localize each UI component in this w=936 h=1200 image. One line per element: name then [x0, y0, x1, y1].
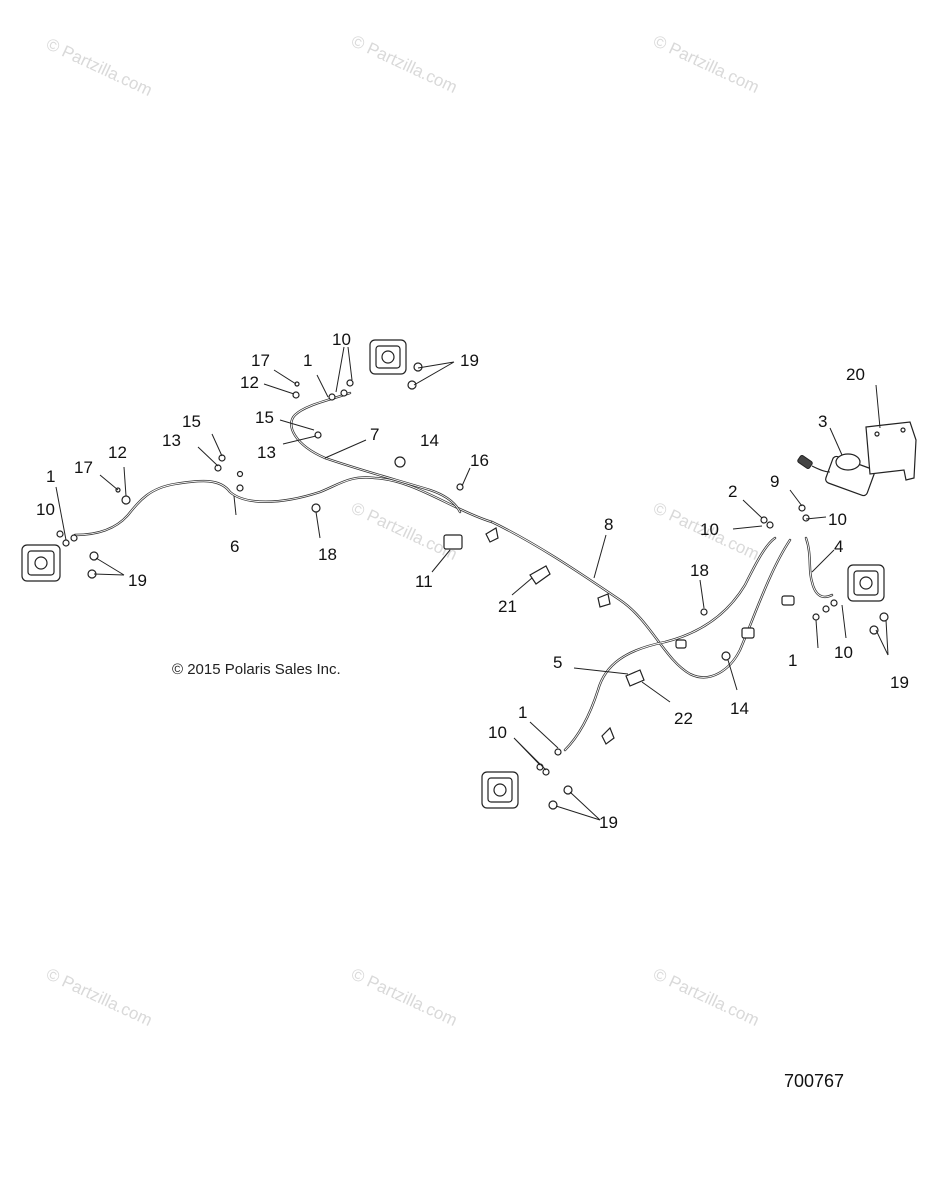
- callout-22: 22: [674, 709, 693, 728]
- callout-12: 12: [240, 373, 259, 392]
- copyright-text: © 2015 Polaris Sales Inc.: [172, 661, 341, 678]
- caliper-front-right: [369, 339, 407, 375]
- watermark-group: © Partzilla.com © Partzilla.com © Partzi…: [43, 31, 762, 1030]
- callout-15: 15: [182, 412, 201, 431]
- callout-17: 17: [74, 458, 93, 477]
- callout-1: 1: [46, 467, 55, 486]
- callout-5: 5: [553, 653, 562, 672]
- callout-19: 19: [599, 813, 618, 832]
- callout-21: 21: [498, 597, 517, 616]
- callout-18: 18: [690, 561, 709, 580]
- bracket-20: [865, 421, 917, 481]
- master-cylinder: [797, 453, 875, 497]
- callout-3: 3: [818, 412, 827, 431]
- callout-4: 4: [834, 537, 843, 556]
- callout-10: 10: [828, 510, 847, 529]
- caliper-rear-right: [847, 564, 885, 602]
- callout-1: 1: [788, 651, 797, 670]
- watermark: © Partzilla.com: [43, 964, 155, 1030]
- brake-line-6: [73, 476, 494, 537]
- watermark: © Partzilla.com: [43, 34, 155, 100]
- callout-19: 19: [460, 351, 479, 370]
- clip-11: [443, 534, 463, 550]
- watermark: © Partzilla.com: [650, 964, 762, 1030]
- callout-6: 6: [230, 537, 239, 556]
- callout-12: 12: [108, 443, 127, 462]
- caliper-rear-left: [481, 771, 519, 809]
- leader-lines: [55, 346, 889, 821]
- hardware-parts: [56, 362, 889, 810]
- callout-20: 20: [846, 365, 865, 384]
- diagram-number: 700767: [784, 1071, 844, 1091]
- brake-line-5: [563, 536, 777, 752]
- watermark: © Partzilla.com: [348, 964, 460, 1030]
- callout-10: 10: [36, 500, 55, 519]
- callout-10: 10: [488, 723, 507, 742]
- caliper-front-left: [21, 544, 61, 582]
- callout-18: 18: [318, 545, 337, 564]
- watermark: © Partzilla.com: [348, 31, 460, 97]
- callout-1: 1: [518, 703, 527, 722]
- callout-15: 15: [255, 408, 274, 427]
- clip-22: [625, 669, 645, 687]
- watermark: © Partzilla.com: [348, 498, 460, 564]
- callout-13: 13: [162, 431, 181, 450]
- brake-line-8: [490, 520, 792, 679]
- clip-21: [529, 565, 551, 585]
- brake-line-4: [804, 536, 834, 599]
- callout-10: 10: [700, 520, 719, 539]
- callout-1: 1: [303, 351, 312, 370]
- callout-13: 13: [257, 443, 276, 462]
- callout-10: 10: [332, 330, 351, 349]
- callout-7: 7: [370, 425, 379, 444]
- callout-14: 14: [420, 431, 439, 450]
- callout-17: 17: [251, 351, 270, 370]
- callout-9: 9: [770, 472, 779, 491]
- callout-11: 11: [415, 572, 433, 591]
- watermark: © Partzilla.com: [650, 31, 762, 97]
- callout-14: 14: [730, 699, 749, 718]
- clip-14: [394, 456, 406, 468]
- callout-2: 2: [728, 482, 737, 501]
- callout-16: 16: [470, 451, 489, 470]
- callout-8: 8: [604, 515, 613, 534]
- callout-labels: 10 19 17 1 12 15 13 7 14 16 15 13 12 17 …: [36, 330, 909, 832]
- callout-19: 19: [890, 673, 909, 692]
- callout-10: 10: [834, 643, 853, 662]
- callout-19: 19: [128, 571, 147, 590]
